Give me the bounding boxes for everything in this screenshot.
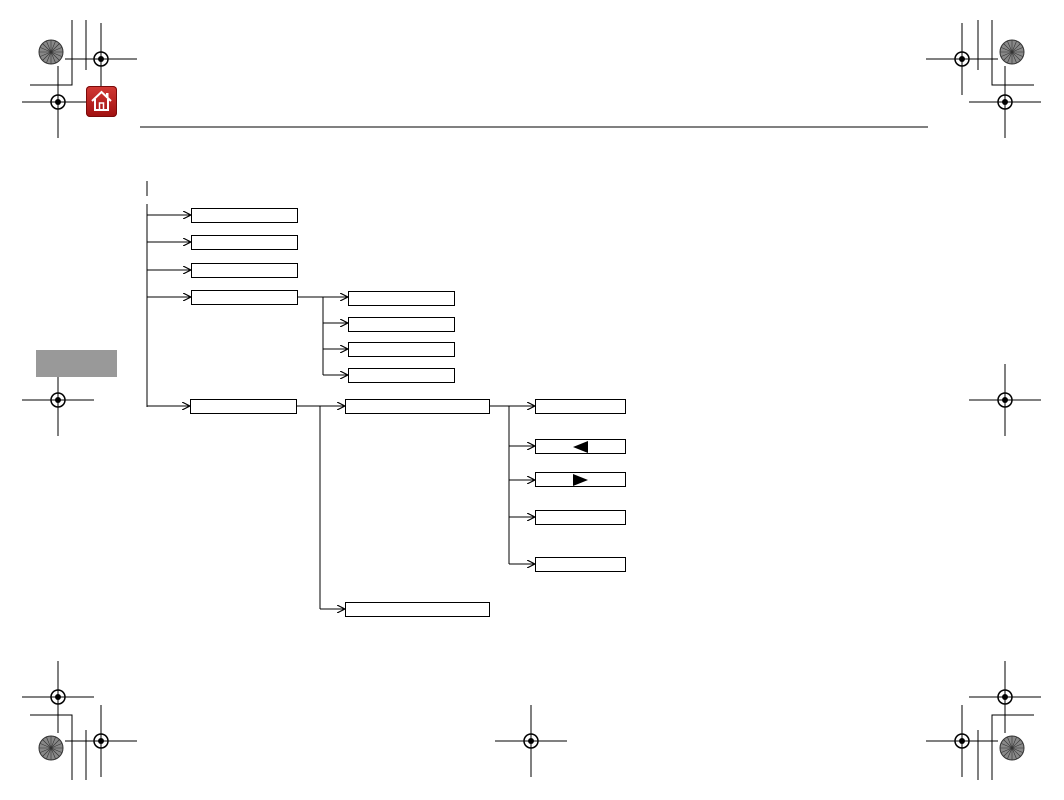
- menu-node[interactable]: [191, 235, 298, 250]
- menu-node[interactable]: [191, 290, 298, 305]
- left-arrow-icon: [573, 441, 588, 453]
- submenu-node[interactable]: [348, 342, 455, 357]
- option-node[interactable]: [535, 510, 626, 525]
- option-node[interactable]: [535, 399, 626, 414]
- home-button[interactable]: [86, 86, 117, 117]
- submenu-node[interactable]: [345, 602, 490, 617]
- submenu-node[interactable]: [345, 399, 490, 414]
- menu-node[interactable]: [190, 399, 297, 414]
- right-arrow-icon: [573, 474, 588, 486]
- submenu-node[interactable]: [348, 317, 455, 332]
- option-node[interactable]: [535, 472, 626, 487]
- menu-node[interactable]: [191, 208, 298, 223]
- option-node[interactable]: [535, 439, 626, 454]
- chapter-tab[interactable]: [36, 350, 117, 377]
- menu-node[interactable]: [191, 263, 298, 278]
- option-node[interactable]: [535, 557, 626, 572]
- submenu-node[interactable]: [348, 368, 455, 383]
- tree-connectors: [146, 204, 535, 609]
- crop-marks: [30, 20, 1034, 780]
- home-icon: [91, 90, 112, 111]
- submenu-node[interactable]: [348, 291, 455, 306]
